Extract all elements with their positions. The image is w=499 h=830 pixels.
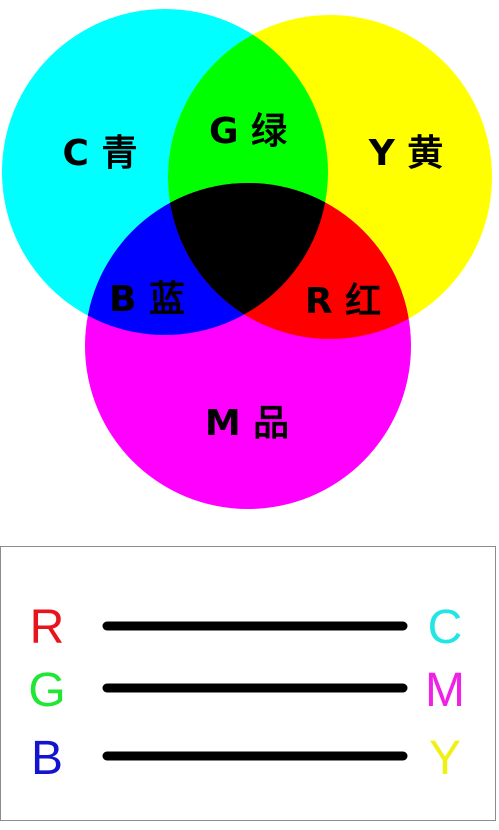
pair-left-letter-g: G <box>28 664 65 717</box>
label-cyan: C 青 <box>63 133 138 174</box>
label-yellow: Y 黄 <box>368 133 444 174</box>
label-blue: B 蓝 <box>109 279 185 320</box>
pair-left-letter-b: B <box>31 732 63 785</box>
label-magenta: M 品 <box>205 403 289 444</box>
label-green: G 绿 <box>209 111 288 152</box>
pair-row-r-c: R C <box>30 601 463 654</box>
pair-right-letter-c: C <box>428 601 463 654</box>
red-overlap <box>168 183 411 339</box>
pair-row-b-y: B Y <box>31 732 461 785</box>
pair-left-letter-r: R <box>30 601 65 654</box>
pair-right-letter-m: M <box>425 664 465 717</box>
blue-overlap <box>85 183 328 335</box>
cmy-venn-diagram: C 青 G 绿 Y 黄 B 蓝 R 红 M 品 <box>2 9 492 509</box>
complementary-color-pairs-panel: R C G M B Y <box>0 546 496 821</box>
pair-row-g-m: G M <box>28 664 465 717</box>
pair-right-letter-y: Y <box>429 732 461 785</box>
label-red: R 红 <box>305 281 381 322</box>
